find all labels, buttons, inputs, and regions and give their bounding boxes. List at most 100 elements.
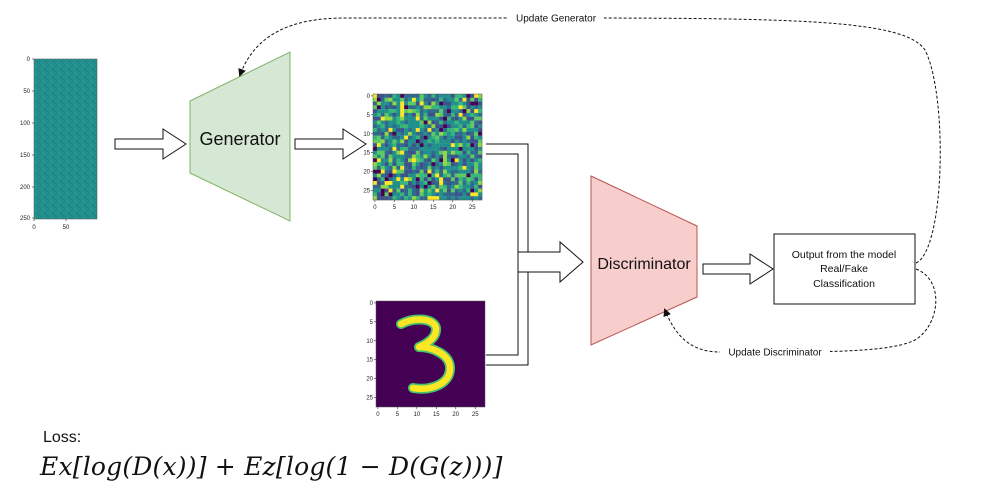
generated-pixel	[423, 116, 428, 121]
generated-pixel	[446, 131, 451, 136]
generated-pixel	[373, 101, 378, 106]
loss-label: Loss:	[43, 429, 82, 446]
generated-pixel	[431, 139, 436, 144]
generated-pixel	[435, 158, 440, 163]
generator-shape	[189, 51, 291, 222]
generated-pixel	[404, 165, 409, 170]
generated-pixel	[419, 143, 424, 148]
noise-y-tick: 0	[27, 57, 31, 63]
generated-pixel	[419, 165, 424, 170]
generated-pixel	[373, 124, 378, 129]
generated-pixel	[450, 124, 455, 129]
generated-pixel	[446, 101, 451, 106]
generated-pixel	[458, 147, 463, 151]
generated-pixel	[419, 116, 424, 121]
generated-pixel	[404, 143, 409, 148]
generated-pixel	[427, 188, 432, 193]
generated-pixel	[462, 188, 467, 193]
generated-pixel	[373, 116, 378, 121]
generated-pixel	[376, 112, 381, 117]
generated-pixel	[470, 162, 475, 167]
arrow-discriminator-to-output	[702, 253, 774, 285]
generated-pixel	[450, 162, 455, 167]
generated-pixel	[450, 158, 455, 163]
generated-pixel	[373, 131, 378, 136]
generated-pixel	[404, 181, 409, 186]
generated-pixel	[446, 105, 451, 110]
generated-pixel	[388, 131, 393, 136]
generated-pixel	[450, 109, 455, 114]
generated-pixel	[446, 154, 451, 159]
generated-pixel	[423, 128, 428, 133]
generated-pixel	[454, 184, 459, 189]
generated-pixel	[411, 150, 416, 155]
generated-pixel	[423, 143, 428, 148]
generated-pixel	[466, 162, 471, 167]
generated-pixel	[458, 112, 463, 117]
generated-pixel	[392, 158, 397, 163]
noise-heatmap	[33, 58, 98, 220]
noise-y-tick: 50	[23, 89, 30, 95]
generated-pixel	[392, 135, 397, 140]
generated-pixel	[419, 131, 424, 136]
noise-image: 0 50 100 150 200 250 0 50	[20, 57, 98, 231]
generated-pixel	[435, 97, 440, 102]
generated-pixel	[443, 143, 448, 148]
generated-pixel	[474, 150, 479, 155]
generated-pixel	[454, 143, 459, 148]
generated-pixel	[400, 139, 405, 144]
generated-pixel	[384, 112, 389, 117]
x-tick-label: 10	[410, 205, 417, 211]
generated-pixel	[384, 139, 389, 144]
generated-pixel	[419, 94, 424, 98]
generated-pixel	[392, 128, 397, 133]
generated-pixel	[446, 124, 451, 129]
generated-pixel	[435, 101, 440, 106]
generated-pixel	[478, 112, 483, 117]
generated-pixel	[450, 139, 455, 144]
generated-pixel	[408, 196, 413, 201]
generated-pixel	[443, 192, 448, 197]
generated-pixel	[462, 139, 467, 144]
generated-pixel	[431, 162, 436, 167]
generated-pixel	[392, 139, 397, 144]
generated-pixel	[431, 184, 436, 189]
generated-pixel	[400, 94, 405, 98]
generated-pixel	[443, 97, 448, 102]
generated-pixel	[376, 120, 381, 125]
generated-pixel	[415, 101, 420, 106]
generated-pixel	[466, 101, 471, 106]
generated-pixel	[446, 188, 451, 193]
generated-pixel	[427, 128, 432, 133]
generated-pixel	[376, 181, 381, 186]
generated-pixel	[419, 124, 424, 129]
generated-pixel	[419, 192, 424, 197]
generated-pixel	[470, 165, 475, 170]
generated-pixel	[415, 196, 420, 201]
generated-pixel	[466, 131, 471, 136]
generated-pixel	[396, 135, 401, 140]
generated-pixel	[396, 109, 401, 114]
generated-pixel	[388, 169, 393, 174]
generated-pixel	[454, 128, 459, 133]
generated-pixel	[384, 181, 389, 186]
generated-pixel	[435, 116, 440, 121]
generated-pixel	[466, 139, 471, 144]
generated-pixel	[408, 109, 413, 114]
generated-pixel	[431, 196, 436, 201]
generated-pixel	[404, 147, 409, 151]
generated-pixel	[446, 177, 451, 182]
generated-pixel	[458, 188, 463, 193]
generated-pixel	[400, 97, 405, 102]
generated-pixel	[396, 162, 401, 167]
generated-pixel	[404, 112, 409, 117]
generated-pixel	[392, 143, 397, 148]
generated-pixel	[443, 158, 448, 163]
generated-pixel	[450, 177, 455, 182]
generated-pixel	[380, 105, 385, 110]
generated-pixel	[376, 192, 381, 197]
generated-pixel	[450, 101, 455, 106]
generated-pixel	[431, 128, 436, 133]
generated-pixel	[388, 192, 393, 197]
generated-pixel	[400, 181, 405, 186]
